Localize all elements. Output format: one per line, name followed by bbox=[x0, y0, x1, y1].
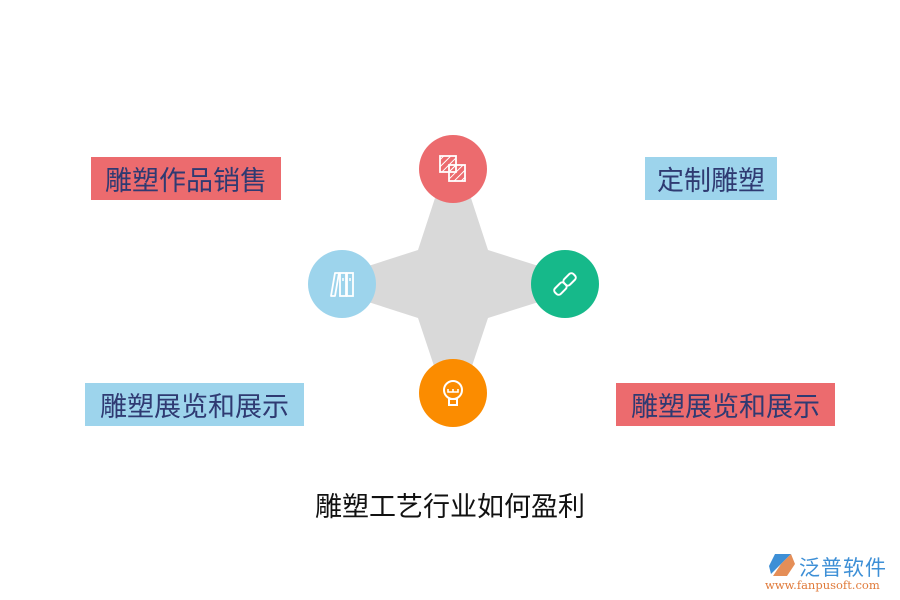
node-top bbox=[419, 135, 487, 203]
watermark-logo: 泛普软件 www.fanpusoft.com bbox=[765, 552, 895, 597]
diagram-title: 雕塑工艺行业如何盈利 bbox=[315, 492, 585, 523]
lightbulb-icon bbox=[443, 380, 463, 406]
layers-icon bbox=[439, 155, 466, 182]
node-right bbox=[531, 250, 599, 318]
label-top-left: 雕塑作品销售 bbox=[91, 157, 281, 200]
label-top-right: 定制雕塑 bbox=[645, 157, 777, 200]
watermark-url: www.fanpusoft.com bbox=[765, 578, 880, 592]
label-text: 定制雕塑 bbox=[657, 166, 765, 197]
node-bottom bbox=[419, 359, 487, 427]
watermark-name: 泛普软件 bbox=[799, 556, 887, 580]
label-text: 雕塑展览和展示 bbox=[631, 392, 820, 423]
books-icon bbox=[330, 272, 354, 297]
node-left bbox=[308, 250, 376, 318]
label-text: 雕塑作品销售 bbox=[105, 166, 267, 197]
fanpu-logo-icon bbox=[769, 554, 795, 576]
label-bottom-right: 雕塑展览和展示 bbox=[616, 383, 835, 426]
label-text: 雕塑展览和展示 bbox=[100, 392, 289, 423]
link-icon bbox=[553, 272, 577, 296]
label-bottom-left: 雕塑展览和展示 bbox=[85, 383, 304, 426]
